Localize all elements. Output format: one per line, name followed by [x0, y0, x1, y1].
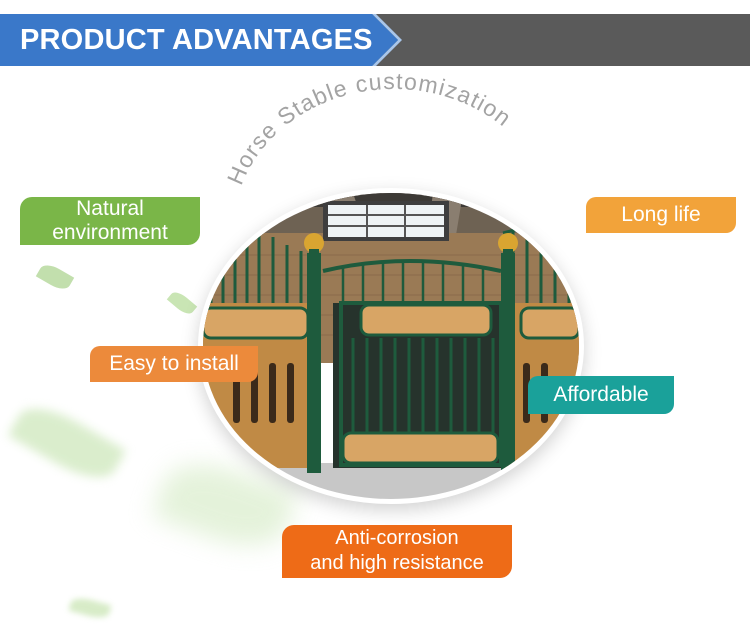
tag-affordable: Affordable [528, 376, 674, 414]
tag-easy-to-install: Easy to install [90, 346, 258, 382]
page-title: PRODUCT ADVANTAGES [20, 24, 373, 56]
tag-anti-line2: and high resistance [310, 552, 484, 574]
leaf-decoration [166, 288, 198, 318]
leaf-decoration [35, 260, 75, 294]
tag-anti-corrosion: Anti-corrosion and high resistance [282, 525, 512, 578]
tag-natural-line1: Natural [76, 197, 144, 220]
tag-long-life: Long life [586, 197, 736, 233]
banner-arrow [0, 14, 398, 66]
tag-natural-line2: environment [52, 221, 168, 244]
tag-anti-line1: Anti-corrosion [335, 527, 459, 549]
stable-illustration [203, 193, 579, 499]
svg-text:Horse Stable customization: Horse Stable customization [222, 68, 517, 188]
leaf-decoration [68, 595, 112, 621]
tag-natural-environment: Natural environment [20, 197, 200, 245]
horse-stable-image [203, 193, 579, 499]
arc-caption-text: Horse Stable customization [222, 68, 516, 188]
leaf-decoration [7, 395, 127, 491]
